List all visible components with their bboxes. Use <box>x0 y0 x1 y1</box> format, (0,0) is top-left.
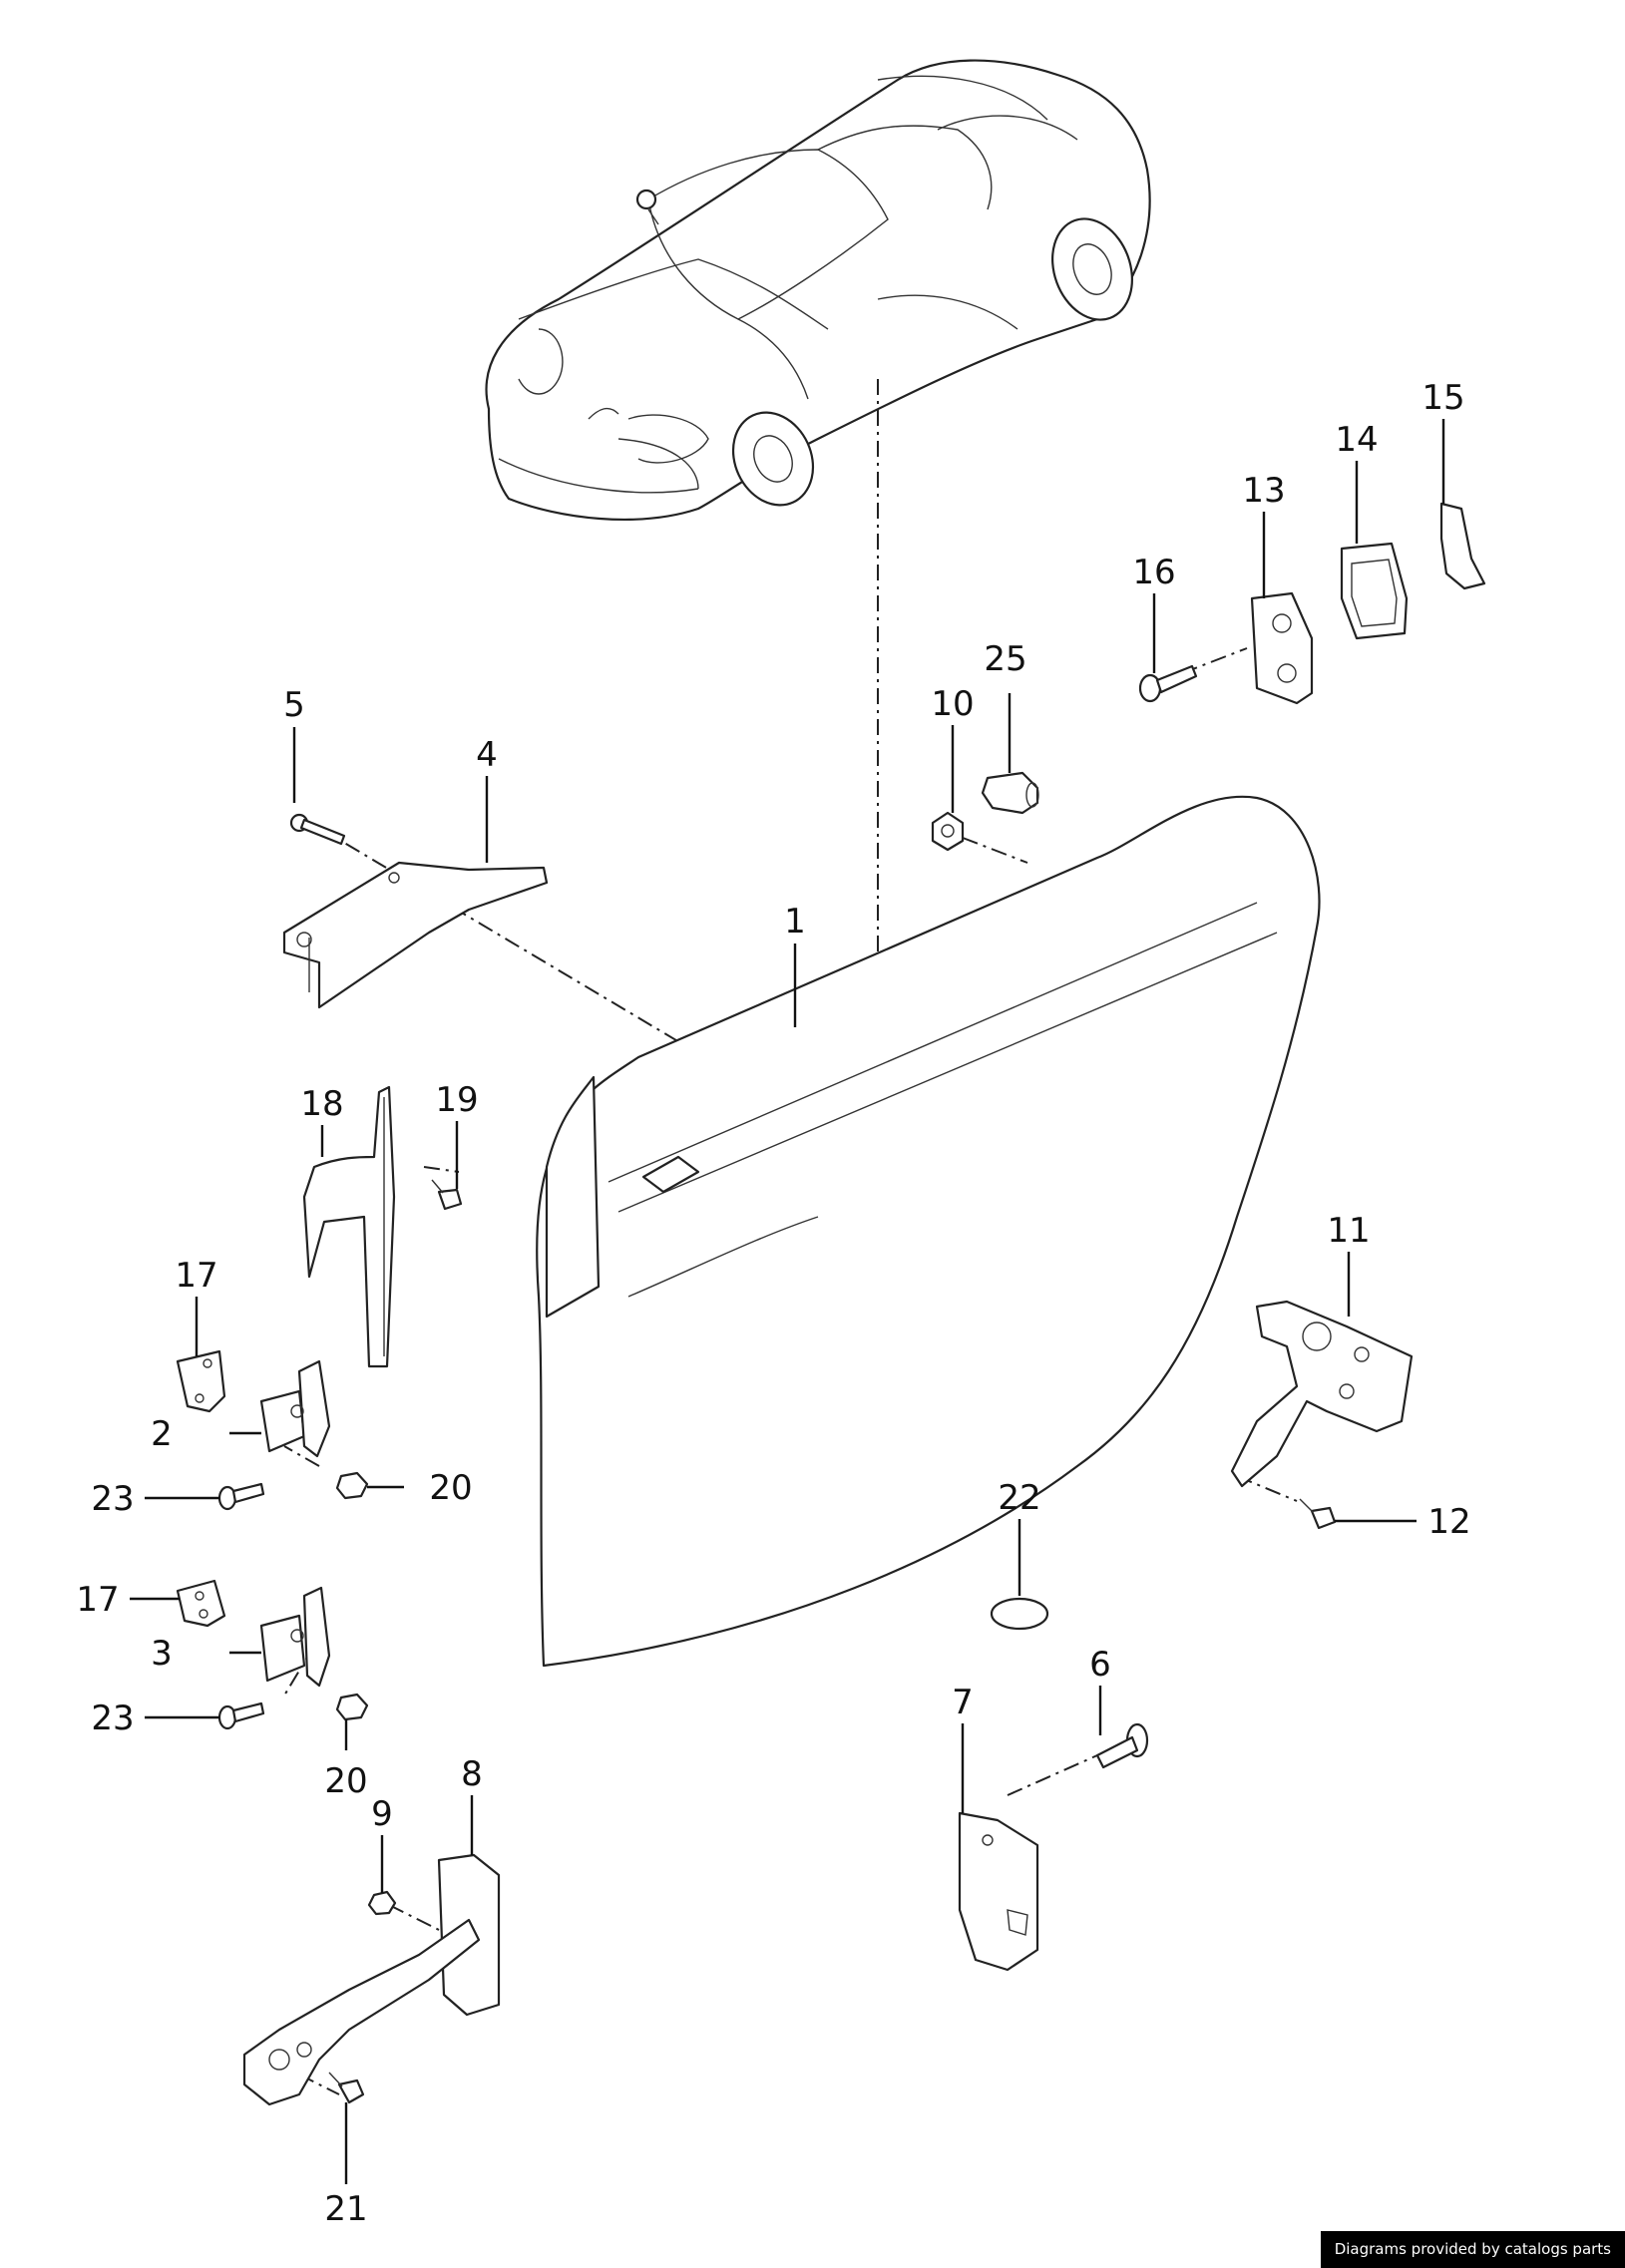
car-illustration <box>485 59 1151 521</box>
callout-18: 18 <box>300 1084 343 1124</box>
part-screw-23a <box>217 1482 265 1511</box>
part-nut-9 <box>367 1890 397 1916</box>
callout-6: 6 <box>1089 1645 1111 1685</box>
part-hinge-plate-17b <box>176 1579 226 1628</box>
callout-19: 19 <box>435 1080 478 1120</box>
callout-9: 9 <box>371 1794 393 1834</box>
part-hinge-2 <box>259 1359 331 1458</box>
callout-labels: 1 2 3 4 5 6 7 8 9 10 11 12 13 14 15 16 1… <box>76 378 1470 2229</box>
callout-14: 14 <box>1335 420 1378 460</box>
callout-20b: 20 <box>324 1761 367 1801</box>
part-check-strap-8 <box>242 1853 501 2106</box>
part-pad-15 <box>1439 502 1486 590</box>
part-seal-18 <box>302 1085 396 1368</box>
part-plug-22 <box>990 1597 1049 1631</box>
callout-8: 8 <box>461 1754 483 1794</box>
part-nut-20b <box>335 1693 369 1721</box>
callout-17b: 17 <box>76 1580 119 1620</box>
callout-10: 10 <box>931 684 974 724</box>
callout-5: 5 <box>283 685 305 725</box>
callout-21: 21 <box>324 2189 367 2229</box>
part-hinge-3 <box>259 1586 331 1688</box>
callout-16: 16 <box>1132 553 1175 592</box>
part-nut-10 <box>931 811 965 852</box>
callout-23b: 23 <box>91 1699 134 1738</box>
callout-25: 25 <box>984 639 1026 679</box>
callout-11: 11 <box>1327 1211 1370 1251</box>
diagram-credit: Diagrams provided by catalogs parts <box>1320 2231 1625 2268</box>
assembly-lines <box>283 379 1298 2095</box>
leader-lines <box>130 419 1445 2184</box>
part-lock-11 <box>1230 1300 1414 1488</box>
callout-2: 2 <box>151 1414 173 1454</box>
part-trim-bracket <box>282 861 549 1009</box>
part-nut-20a <box>335 1471 369 1500</box>
part-striker-13 <box>1250 591 1314 705</box>
callout-15: 15 <box>1422 378 1464 418</box>
callout-3: 3 <box>151 1634 173 1674</box>
callout-12: 12 <box>1427 1502 1470 1542</box>
part-bolt-21 <box>328 2072 365 2104</box>
callout-20a: 20 <box>429 1468 472 1508</box>
part-screw-5 <box>289 813 346 846</box>
callout-23a: 23 <box>91 1479 134 1519</box>
part-bolt-12 <box>1299 1498 1337 1530</box>
callout-17a: 17 <box>175 1256 217 1296</box>
part-bolt-19 <box>431 1179 463 1211</box>
part-buffer-25 <box>981 771 1039 815</box>
callout-13: 13 <box>1242 471 1285 511</box>
part-screw-23b <box>217 1701 265 1730</box>
part-bracket-7 <box>958 1811 1039 1972</box>
callout-1: 1 <box>784 902 806 942</box>
part-door-shell <box>536 795 1321 1668</box>
part-pin-6 <box>1095 1722 1149 1769</box>
callout-4: 4 <box>476 735 498 775</box>
callout-7: 7 <box>952 1683 974 1722</box>
part-frame-14 <box>1340 542 1409 640</box>
part-screw-16 <box>1138 664 1198 703</box>
callout-22: 22 <box>998 1478 1040 1518</box>
part-hinge-plate-17a <box>176 1349 226 1413</box>
